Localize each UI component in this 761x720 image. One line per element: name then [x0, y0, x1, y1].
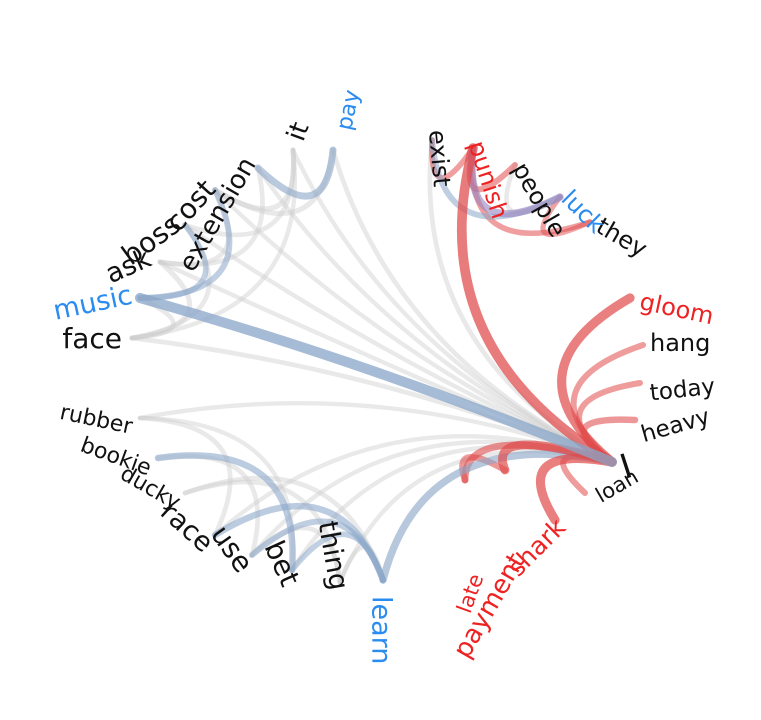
edge-music-I — [134, 292, 618, 468]
edge-it-I — [290, 147, 615, 465]
edge-gloom-I — [557, 293, 635, 467]
edge-it-cost — [212, 147, 297, 212]
edge-extension-ask — [157, 165, 265, 267]
edge-it-boss — [182, 147, 296, 238]
edge-layer — [129, 137, 646, 585]
word-label-loan: loan — [592, 464, 643, 507]
edge-extension-I — [255, 165, 615, 465]
word-label-today: today — [649, 374, 717, 407]
word-label-pay: pay — [332, 88, 365, 133]
word-label-use: use — [204, 519, 259, 579]
edge-punish-I — [457, 143, 617, 467]
word-label-learn: learn — [366, 596, 397, 664]
edge-pay-I — [330, 147, 615, 465]
word-label-it: it — [281, 118, 315, 145]
word-label-gloom: gloom — [637, 287, 716, 330]
edge-ducky-thing — [182, 479, 343, 585]
word-label-heavy: heavy — [638, 404, 713, 448]
edge-thing-I — [337, 449, 615, 585]
word-label-music: music — [50, 280, 135, 327]
word-label-face: face — [62, 322, 122, 355]
word-label-rubber: rubber — [58, 400, 136, 440]
edge-cost-music — [137, 187, 233, 301]
edge-pay-extension — [254, 146, 337, 200]
edge-rubber-race — [137, 415, 233, 538]
edge-bookie-bet — [154, 452, 296, 574]
edge-shark-I — [535, 454, 617, 525]
word-label-exist: exist — [423, 129, 456, 188]
word-label-hang: hang — [650, 329, 710, 357]
word-label-shark: shark — [502, 512, 572, 582]
edge-race-learn — [211, 502, 387, 584]
